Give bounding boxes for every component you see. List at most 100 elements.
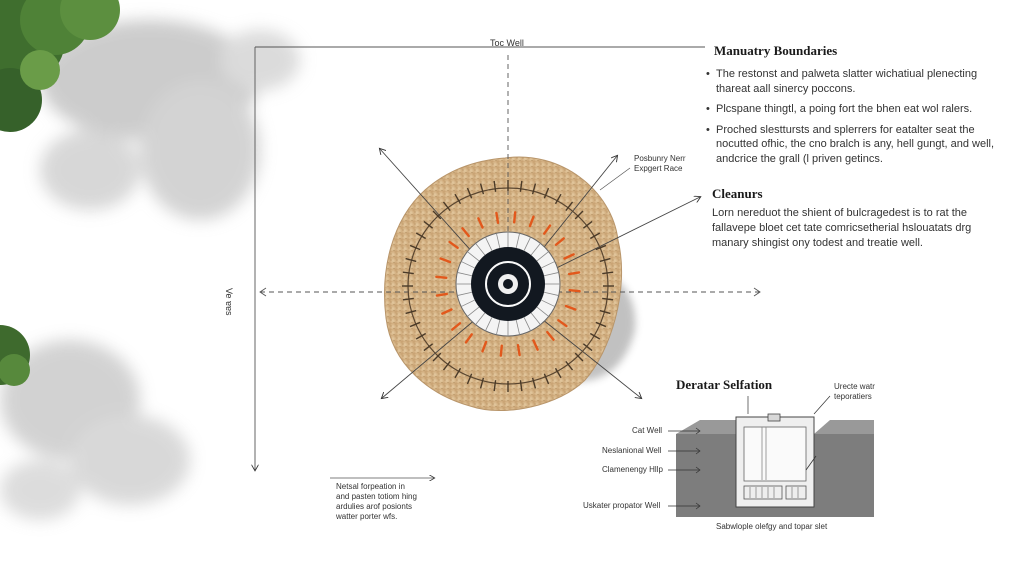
orange-marker xyxy=(499,344,504,357)
cleanurs-title: Cleanurs xyxy=(712,186,763,201)
detail-caption: Sabwlople olefgy and topar slet xyxy=(716,522,828,531)
stake xyxy=(479,183,485,195)
brick-joint xyxy=(515,233,520,249)
brick-joint xyxy=(536,306,549,317)
bottom-left-note: Netsal forpeation in and pasten totiom h… xyxy=(336,482,417,522)
orange-marker xyxy=(554,237,565,246)
stake xyxy=(402,297,414,301)
boundaries-list: The restonst and palweta slatter wichati… xyxy=(706,67,996,166)
boundaries-title: Manuatry Boundaries xyxy=(714,43,838,58)
brick-joint xyxy=(496,233,501,249)
brick-joint xyxy=(467,306,480,317)
center-callout-line-1: Posbunry Nerr xyxy=(634,154,686,163)
orange-marker xyxy=(448,240,459,249)
stake xyxy=(595,244,607,251)
stake xyxy=(602,297,614,301)
stake xyxy=(595,321,607,328)
boundaries-bullet-3: Proched slesttursts and splerrers for ea… xyxy=(706,123,996,167)
boundaries-panel: Manuatry Boundaries The restonst and pal… xyxy=(706,43,996,172)
stake xyxy=(589,232,601,240)
orange-marker xyxy=(543,224,552,235)
brick-joint xyxy=(460,299,475,307)
stake xyxy=(493,380,497,392)
stake xyxy=(543,373,550,385)
brick-joint xyxy=(530,312,541,325)
brick-joint xyxy=(541,299,556,307)
stake xyxy=(565,360,574,371)
label-neslanional-well: Neslanional Well xyxy=(602,446,662,455)
center-callout-line-2: Expgert Race xyxy=(634,164,683,173)
detail-callout-line-1: Urecte watr xyxy=(834,382,875,391)
orange-marker xyxy=(481,340,488,353)
stake xyxy=(589,332,601,340)
detail-cross-section xyxy=(668,395,874,517)
note-line-4: watter porter wfs. xyxy=(336,512,398,521)
boundaries-bullet-1: The restonst and palweta slatter wichati… xyxy=(706,67,996,96)
orange-marker xyxy=(435,292,449,297)
orange-marker xyxy=(532,339,539,351)
stake xyxy=(531,377,537,389)
stake xyxy=(574,210,584,220)
brick-joint xyxy=(543,291,559,296)
brick-joint xyxy=(523,236,531,251)
tree-top-left xyxy=(0,0,120,132)
note-line-1: Netsal forpeation in xyxy=(336,482,405,491)
orange-marker xyxy=(564,304,577,311)
tree-mid-left xyxy=(0,325,30,386)
stake xyxy=(519,180,523,192)
stake xyxy=(454,367,462,379)
brick-joint xyxy=(536,251,549,262)
orange-marker xyxy=(451,322,462,331)
stake xyxy=(574,352,584,362)
left-axis-label: Ve ɐɐs xyxy=(224,288,234,316)
stake xyxy=(531,183,537,195)
brick-joint xyxy=(457,272,473,277)
detail-title: Deratar Selfation xyxy=(676,377,773,392)
orange-marker xyxy=(528,215,535,228)
note-line-2: and pasten totiom hing xyxy=(336,492,417,501)
brick-joint xyxy=(485,236,493,251)
center-callout-pointer xyxy=(599,167,631,191)
orange-marker xyxy=(477,217,484,229)
orange-marker xyxy=(495,211,500,225)
well-ring xyxy=(455,231,561,337)
stake xyxy=(409,321,421,328)
stake xyxy=(554,193,562,205)
orange-marker xyxy=(464,333,473,344)
brick-joint xyxy=(496,319,501,335)
orange-marker xyxy=(557,319,568,328)
orange-marker xyxy=(435,275,448,280)
label-uskater-propator-well: Uskater propator Well xyxy=(583,501,661,510)
stake xyxy=(423,220,434,229)
stake xyxy=(442,360,451,371)
orange-marker xyxy=(563,253,575,260)
label-clamenengy-hllp: Clamenengy Hllp xyxy=(602,465,663,474)
stake xyxy=(415,232,427,240)
orange-marker xyxy=(461,227,470,238)
label-cat-well: Cat Well xyxy=(632,426,663,435)
stake xyxy=(493,180,497,192)
brick-joint xyxy=(485,317,493,332)
stake xyxy=(466,187,473,199)
stake xyxy=(415,332,427,340)
note-line-3: ardulies arof posionts xyxy=(336,502,413,511)
tree-shadow-bottom xyxy=(0,340,190,520)
orange-marker xyxy=(567,271,581,276)
stake xyxy=(432,210,442,220)
stake xyxy=(402,271,414,275)
stake xyxy=(432,352,442,362)
stake xyxy=(582,220,593,229)
stake xyxy=(543,187,550,199)
stake xyxy=(479,377,485,389)
brick-joint xyxy=(523,317,531,332)
brick-joint xyxy=(475,243,486,256)
brick-joint xyxy=(515,319,520,335)
brick-joint xyxy=(457,291,473,296)
stake xyxy=(423,343,434,352)
stake xyxy=(466,373,473,385)
stake xyxy=(565,201,574,212)
orange-marker-ring xyxy=(435,211,581,357)
orange-marker xyxy=(512,211,517,224)
